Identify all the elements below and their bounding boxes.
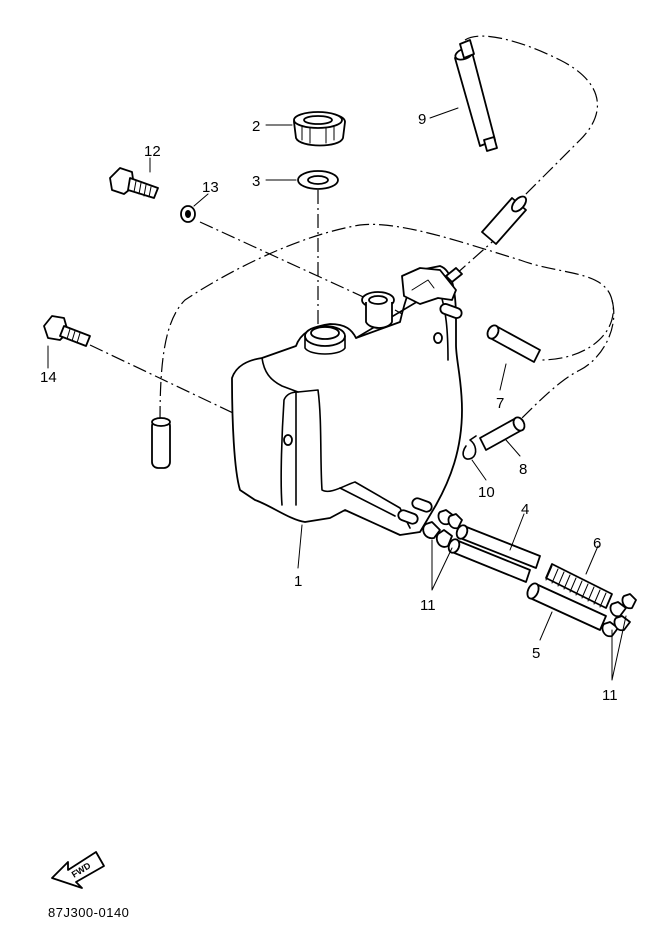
label-part-10: 10	[478, 484, 495, 501]
hose-lower-left	[447, 538, 531, 583]
hose-left	[151, 417, 171, 469]
label-part-4: 4	[521, 501, 529, 518]
bolt-14	[43, 315, 91, 347]
label-part-5: 5	[532, 645, 540, 662]
label-part-6: 6	[593, 535, 601, 552]
label-part-11-lower: 11	[602, 687, 618, 704]
label-part-7: 7	[496, 395, 504, 412]
label-part-14: 14	[40, 369, 57, 386]
clip-10	[462, 435, 477, 460]
label-part-1: 1	[294, 573, 302, 590]
oil-tank	[231, 265, 463, 536]
clamps-11-upper	[422, 509, 463, 548]
label-part-12: 12	[144, 143, 161, 160]
label-part-13: 13	[202, 179, 219, 196]
label-part-11-upper: 11	[420, 597, 436, 614]
hose-7	[486, 324, 541, 363]
hose-9	[454, 39, 498, 152]
diagram-code: 87J300-0140	[48, 905, 130, 920]
filler-cap	[293, 111, 346, 147]
label-part-2: 2	[252, 118, 260, 135]
bolt-12	[109, 167, 159, 199]
fwd-arrow-icon: FWD	[51, 851, 105, 889]
label-part-9: 9	[418, 111, 426, 128]
seal-ring	[297, 170, 339, 190]
clamps-11-lower	[601, 593, 637, 638]
hose-4	[455, 524, 541, 569]
hose-upper	[481, 195, 527, 245]
label-part-8: 8	[519, 461, 527, 478]
washer-13	[180, 205, 196, 223]
leader-lines	[47, 107, 627, 681]
spring-6	[545, 563, 613, 609]
grommet	[361, 291, 395, 329]
hose-8	[479, 416, 526, 451]
hose-5	[526, 582, 607, 631]
label-part-3: 3	[252, 173, 260, 190]
